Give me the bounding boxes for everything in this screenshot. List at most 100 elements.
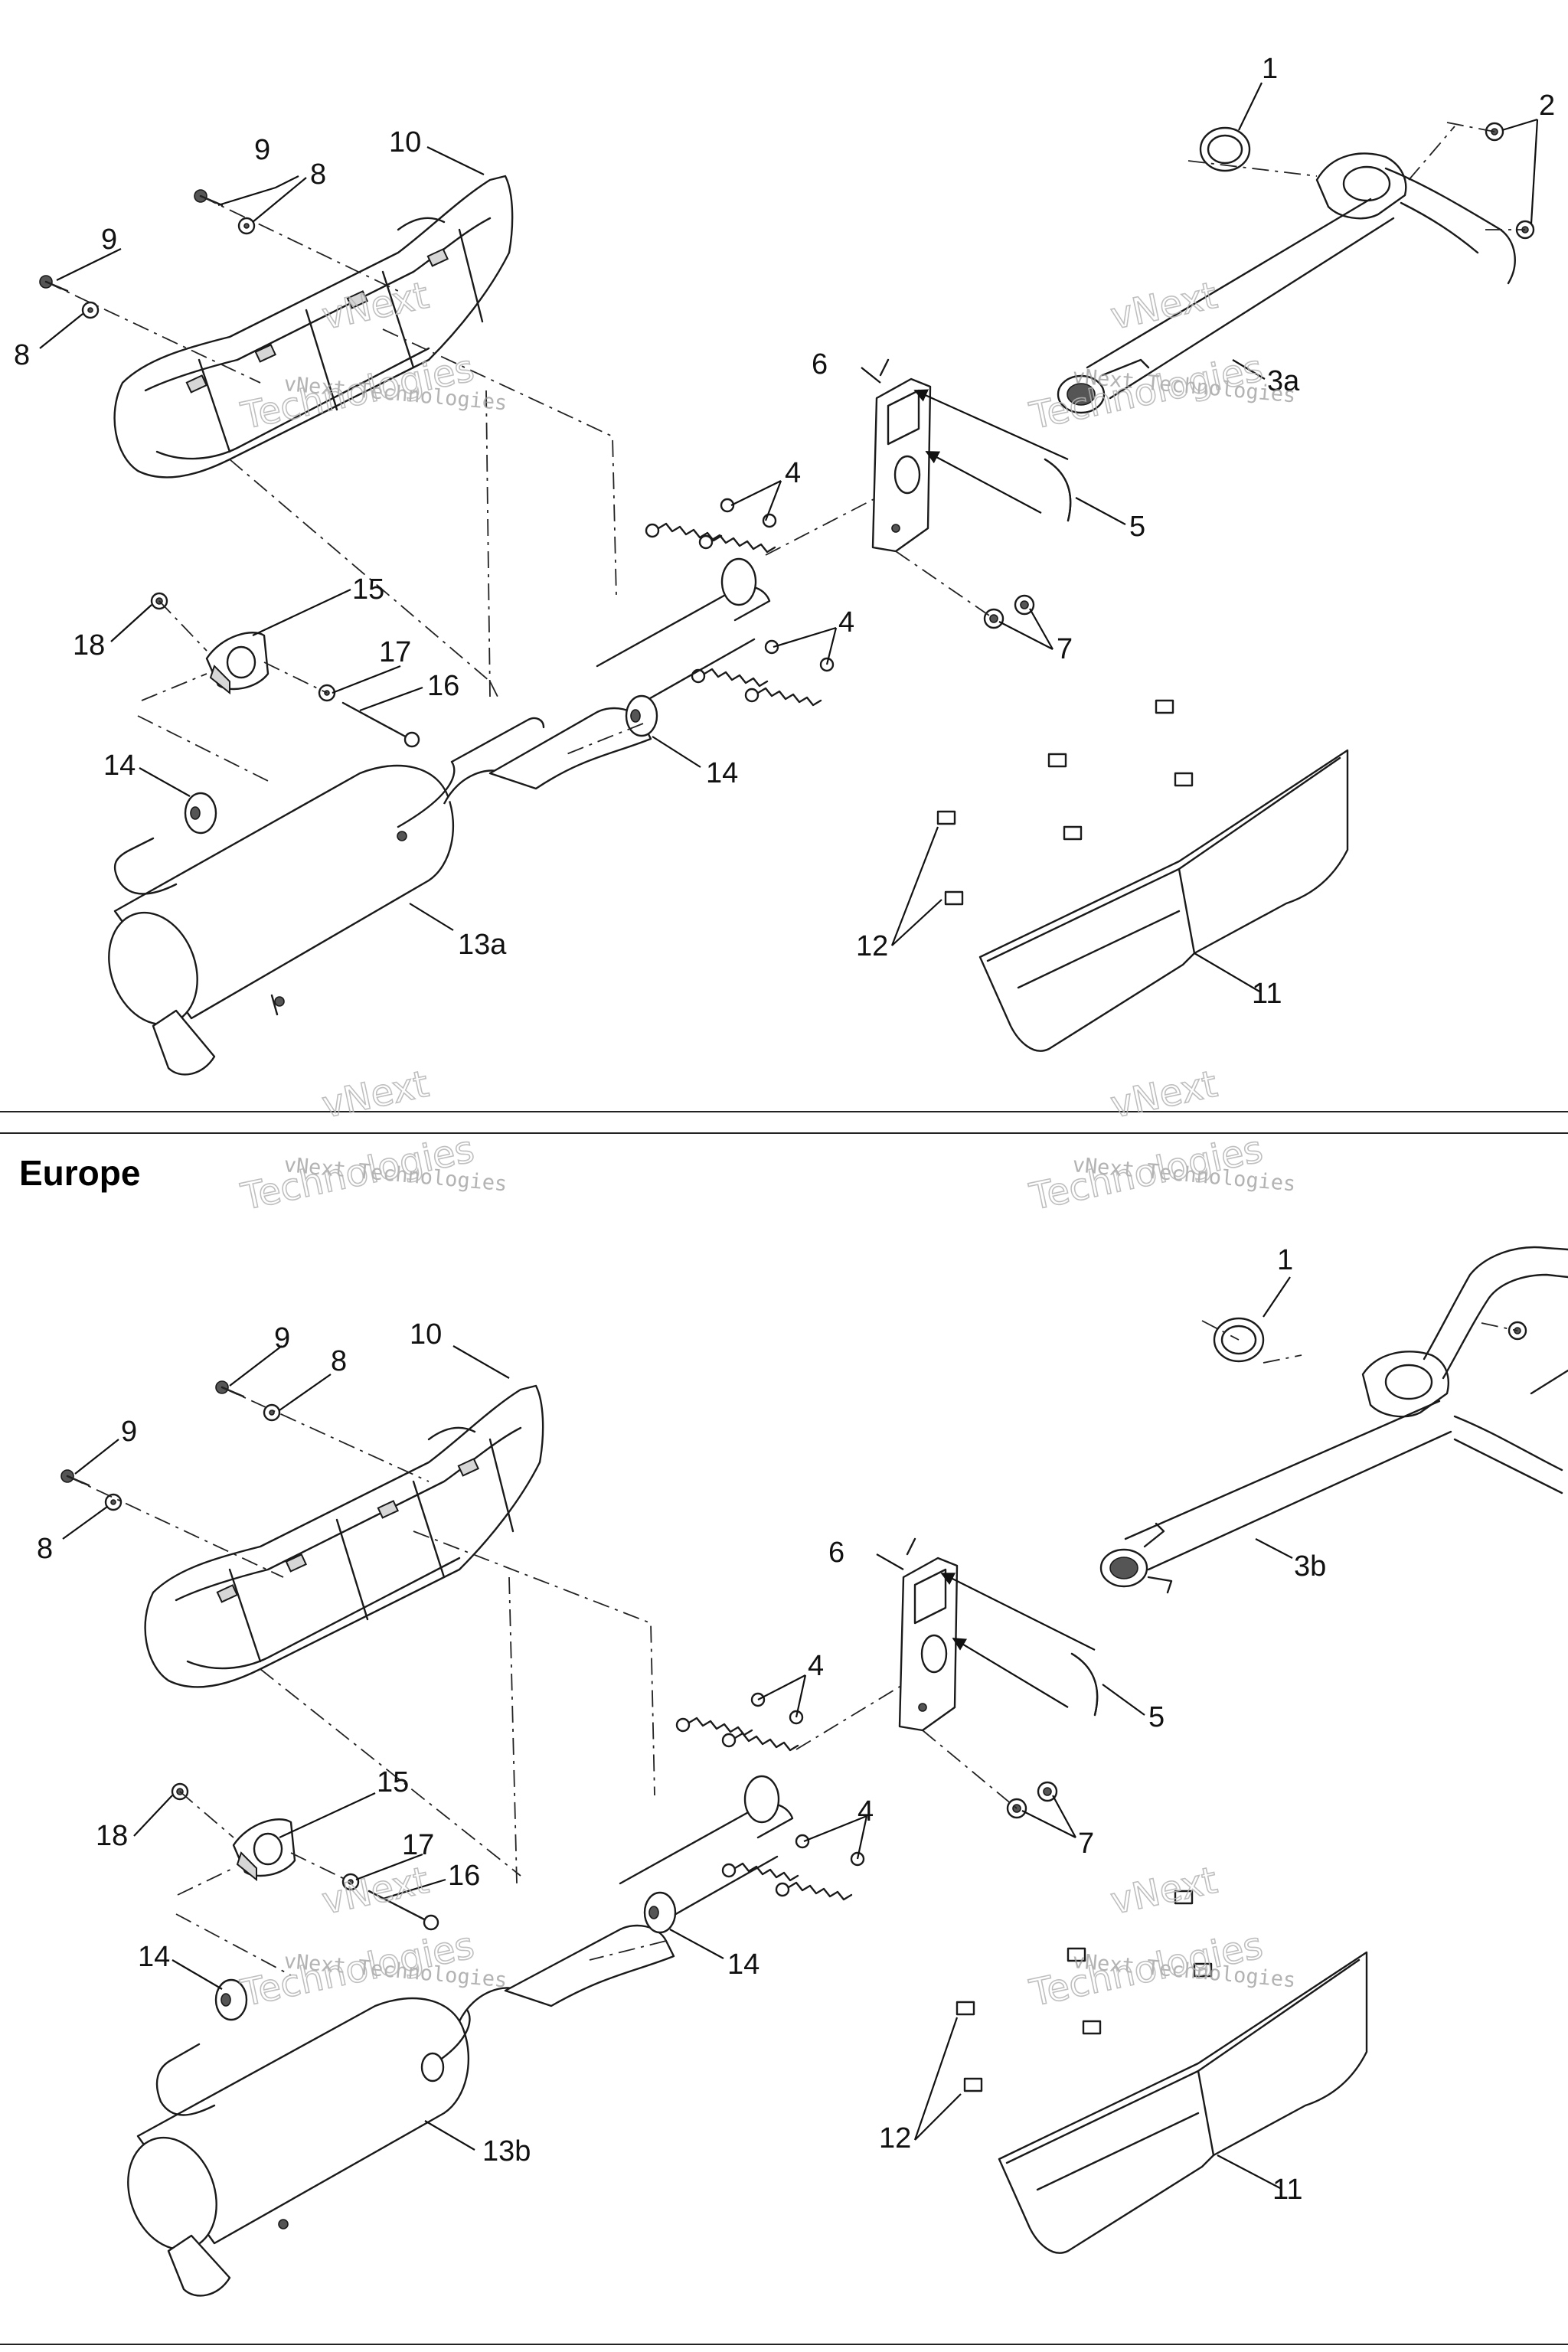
callout-16-eu: 16 xyxy=(448,1860,480,1892)
washer-8-b xyxy=(81,301,100,319)
svg-text:Technologies: Technologies xyxy=(1026,1924,1266,2015)
spring-4-a-eu xyxy=(675,1692,766,1736)
watermark-b: vNext vNext Technologies Technologies xyxy=(1025,273,1297,439)
callout-10-eu: 10 xyxy=(410,1318,442,1351)
watermark-f: vNext vNext Technologies Technologies xyxy=(1025,1858,1297,2016)
callouts-standard: 1 2 3a 4 4 5 6 7 8 9 8 9 10 11 12 13a 14… xyxy=(14,53,1555,1010)
callout-6-eu: 6 xyxy=(828,1537,844,1569)
callout-14-left-eu: 14 xyxy=(138,1941,170,1973)
watermark-d: vNext vNext Technologies Technologies xyxy=(1025,1062,1297,1220)
screw-9-a-eu xyxy=(215,1380,245,1398)
muffler-13b xyxy=(127,1775,794,2297)
hose-5 xyxy=(1044,458,1072,522)
washer-8-b-eu xyxy=(104,1493,122,1511)
heat-shield-10-eu xyxy=(144,1384,544,1688)
svg-text:vNext: vNext xyxy=(318,1859,433,1923)
callout-15-eu: 15 xyxy=(377,1766,409,1798)
callout-9-upper-eu: 9 xyxy=(274,1322,290,1354)
callouts-europe: 1 3b 4 4 5 6 7 8 9 8 9 10 11 12 13b 14 1… xyxy=(37,1244,1326,2206)
muffler-13a xyxy=(108,557,771,1076)
callout-4-lower: 4 xyxy=(838,606,854,639)
callout-5-eu: 5 xyxy=(1148,1701,1165,1733)
callout-9-upper: 9 xyxy=(254,134,270,166)
svg-text:Technologies: Technologies xyxy=(1026,347,1266,438)
clamp-15 xyxy=(205,632,270,695)
callout-9-lower-eu: 9 xyxy=(121,1416,137,1448)
callout-7: 7 xyxy=(1057,633,1073,665)
callout-16: 16 xyxy=(427,670,459,702)
spring-4-d-eu xyxy=(775,1851,865,1901)
bolt-7-a xyxy=(983,608,1004,629)
svg-text:Technologies: Technologies xyxy=(237,1924,478,2015)
callout-7-eu: 7 xyxy=(1078,1828,1094,1860)
region-title-europe: Europe xyxy=(19,1153,140,1193)
callout-10: 10 xyxy=(389,126,421,158)
svg-text:Technologies: Technologies xyxy=(237,1128,478,1219)
screw-9-b-eu xyxy=(60,1469,90,1487)
heat-shield-10 xyxy=(113,175,514,479)
callout-9-lower: 9 xyxy=(101,224,117,256)
heat-shield-11 xyxy=(978,749,1349,1052)
hose-5-eu xyxy=(1070,1652,1099,1717)
spring-4-b-eu xyxy=(721,1710,804,1752)
callout-18: 18 xyxy=(73,629,105,662)
callout-6: 6 xyxy=(812,348,828,381)
svg-text:vNext: vNext xyxy=(318,1063,433,1127)
diagram-standard xyxy=(39,82,1539,1076)
clip-12-group-eu xyxy=(956,1890,1213,2092)
grommet-14-b-eu xyxy=(643,1891,677,1934)
callout-1-eu: 1 xyxy=(1277,1244,1293,1276)
grommet-14-a xyxy=(184,792,217,835)
grommet-14-b xyxy=(625,694,658,737)
header-pipe-3a xyxy=(1057,152,1516,414)
callout-8-upper-eu: 8 xyxy=(331,1345,347,1377)
bolt-16-eu xyxy=(368,1890,439,1931)
callout-12-eu: 12 xyxy=(879,2122,911,2154)
callout-8-lower-eu: 8 xyxy=(37,1533,53,1565)
callout-14-right: 14 xyxy=(706,757,738,789)
callout-15: 15 xyxy=(352,573,384,606)
callout-12: 12 xyxy=(856,930,888,962)
callout-8-upper: 8 xyxy=(310,158,326,191)
watermark-c: vNext vNext Technologies Technologies xyxy=(237,1062,508,1220)
callout-4-lower-eu: 4 xyxy=(858,1795,874,1828)
grommet-14-a-eu xyxy=(214,1978,248,2021)
callout-1: 1 xyxy=(1262,53,1278,85)
callout-4-upper-eu: 4 xyxy=(808,1650,824,1682)
callout-13a: 13a xyxy=(458,929,507,961)
bolt-7-b-eu xyxy=(1037,1781,1058,1802)
callout-14-left: 14 xyxy=(103,750,136,782)
spring-4-a xyxy=(645,498,735,542)
bolt-16 xyxy=(341,701,420,748)
callout-17-eu: 17 xyxy=(402,1829,434,1861)
svg-text:vNext: vNext xyxy=(1107,274,1221,338)
callout-13b: 13b xyxy=(482,2135,531,2167)
heat-shield-11-eu xyxy=(998,1951,1368,2254)
svg-text:Technologies: Technologies xyxy=(1026,1128,1266,1219)
callout-14-right-eu: 14 xyxy=(727,1949,760,1981)
spring-4-c-eu xyxy=(721,1834,810,1882)
callout-11: 11 xyxy=(1252,978,1282,1010)
diagram-europe xyxy=(60,1246,1568,2297)
bolt-7-b xyxy=(1014,594,1035,616)
bracket-6 xyxy=(871,358,932,553)
washer-8-a-eu xyxy=(263,1403,281,1422)
callout-3b: 3b xyxy=(1294,1550,1326,1583)
callout-3a: 3a xyxy=(1267,365,1300,397)
callout-18-eu: 18 xyxy=(96,1820,128,1852)
clip-12-group xyxy=(936,699,1194,906)
callout-5: 5 xyxy=(1129,511,1145,543)
svg-text:vNext: vNext xyxy=(1107,1859,1221,1923)
spring-4-c xyxy=(691,639,779,688)
clamp-15-eu xyxy=(232,1818,296,1882)
callout-8-lower: 8 xyxy=(14,339,30,371)
header-pipe-3b xyxy=(1099,1246,1568,1594)
screw-9-a xyxy=(194,189,224,207)
gasket-1 xyxy=(1199,126,1251,172)
bracket-6-eu xyxy=(898,1537,959,1732)
callout-17: 17 xyxy=(379,636,411,668)
callout-2: 2 xyxy=(1539,90,1555,122)
callout-11-eu: 11 xyxy=(1272,2174,1302,2206)
washer-8-a xyxy=(237,217,256,235)
